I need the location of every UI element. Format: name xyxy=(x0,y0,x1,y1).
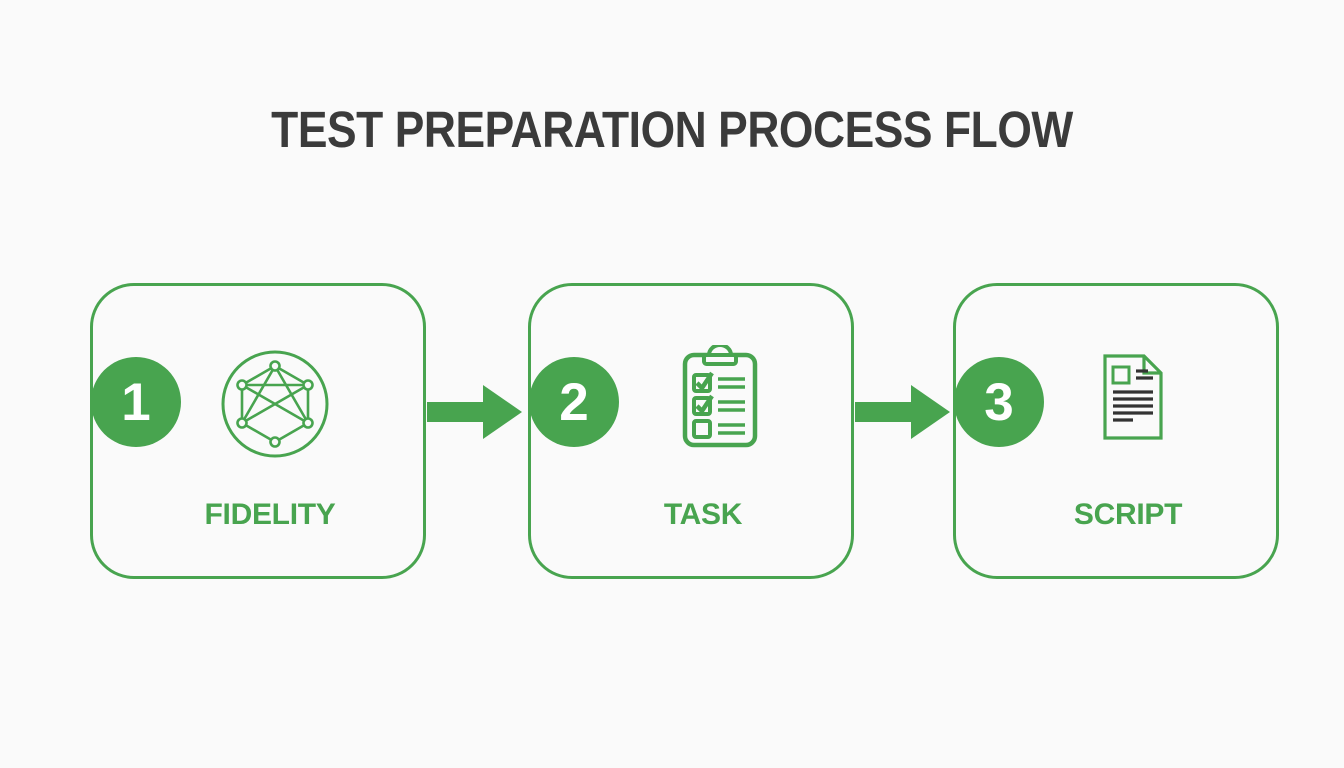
clipboard-checklist-icon xyxy=(681,343,759,454)
step-number: 2 xyxy=(559,372,589,432)
step-number: 3 xyxy=(984,372,1014,432)
step-label: FIDELITY xyxy=(204,498,336,531)
arrow-head xyxy=(911,385,950,439)
step-card-task: 2 TASK xyxy=(528,283,854,579)
arrow-shaft xyxy=(855,402,912,422)
step-number-badge: 2 xyxy=(529,357,619,447)
step-number-badge: 1 xyxy=(91,357,181,447)
arrow-head xyxy=(483,385,522,439)
step-number-badge: 3 xyxy=(954,357,1044,447)
step-number: 1 xyxy=(121,372,151,432)
step-card-fidelity: 1 FIDELITY xyxy=(90,283,426,579)
step-card-script: 3 SCRIPT xyxy=(953,283,1279,579)
flow-arrow-icon xyxy=(427,385,523,439)
arrow-shaft xyxy=(427,402,484,422)
step-label: TASK xyxy=(663,498,743,531)
document-icon xyxy=(1099,352,1167,447)
page-title: TEST PREPARATION PROCESS FLOW xyxy=(271,101,1073,158)
network-graph-icon xyxy=(220,349,330,464)
flow-arrow-icon xyxy=(855,385,951,439)
step-label: SCRIPT xyxy=(1073,498,1183,531)
